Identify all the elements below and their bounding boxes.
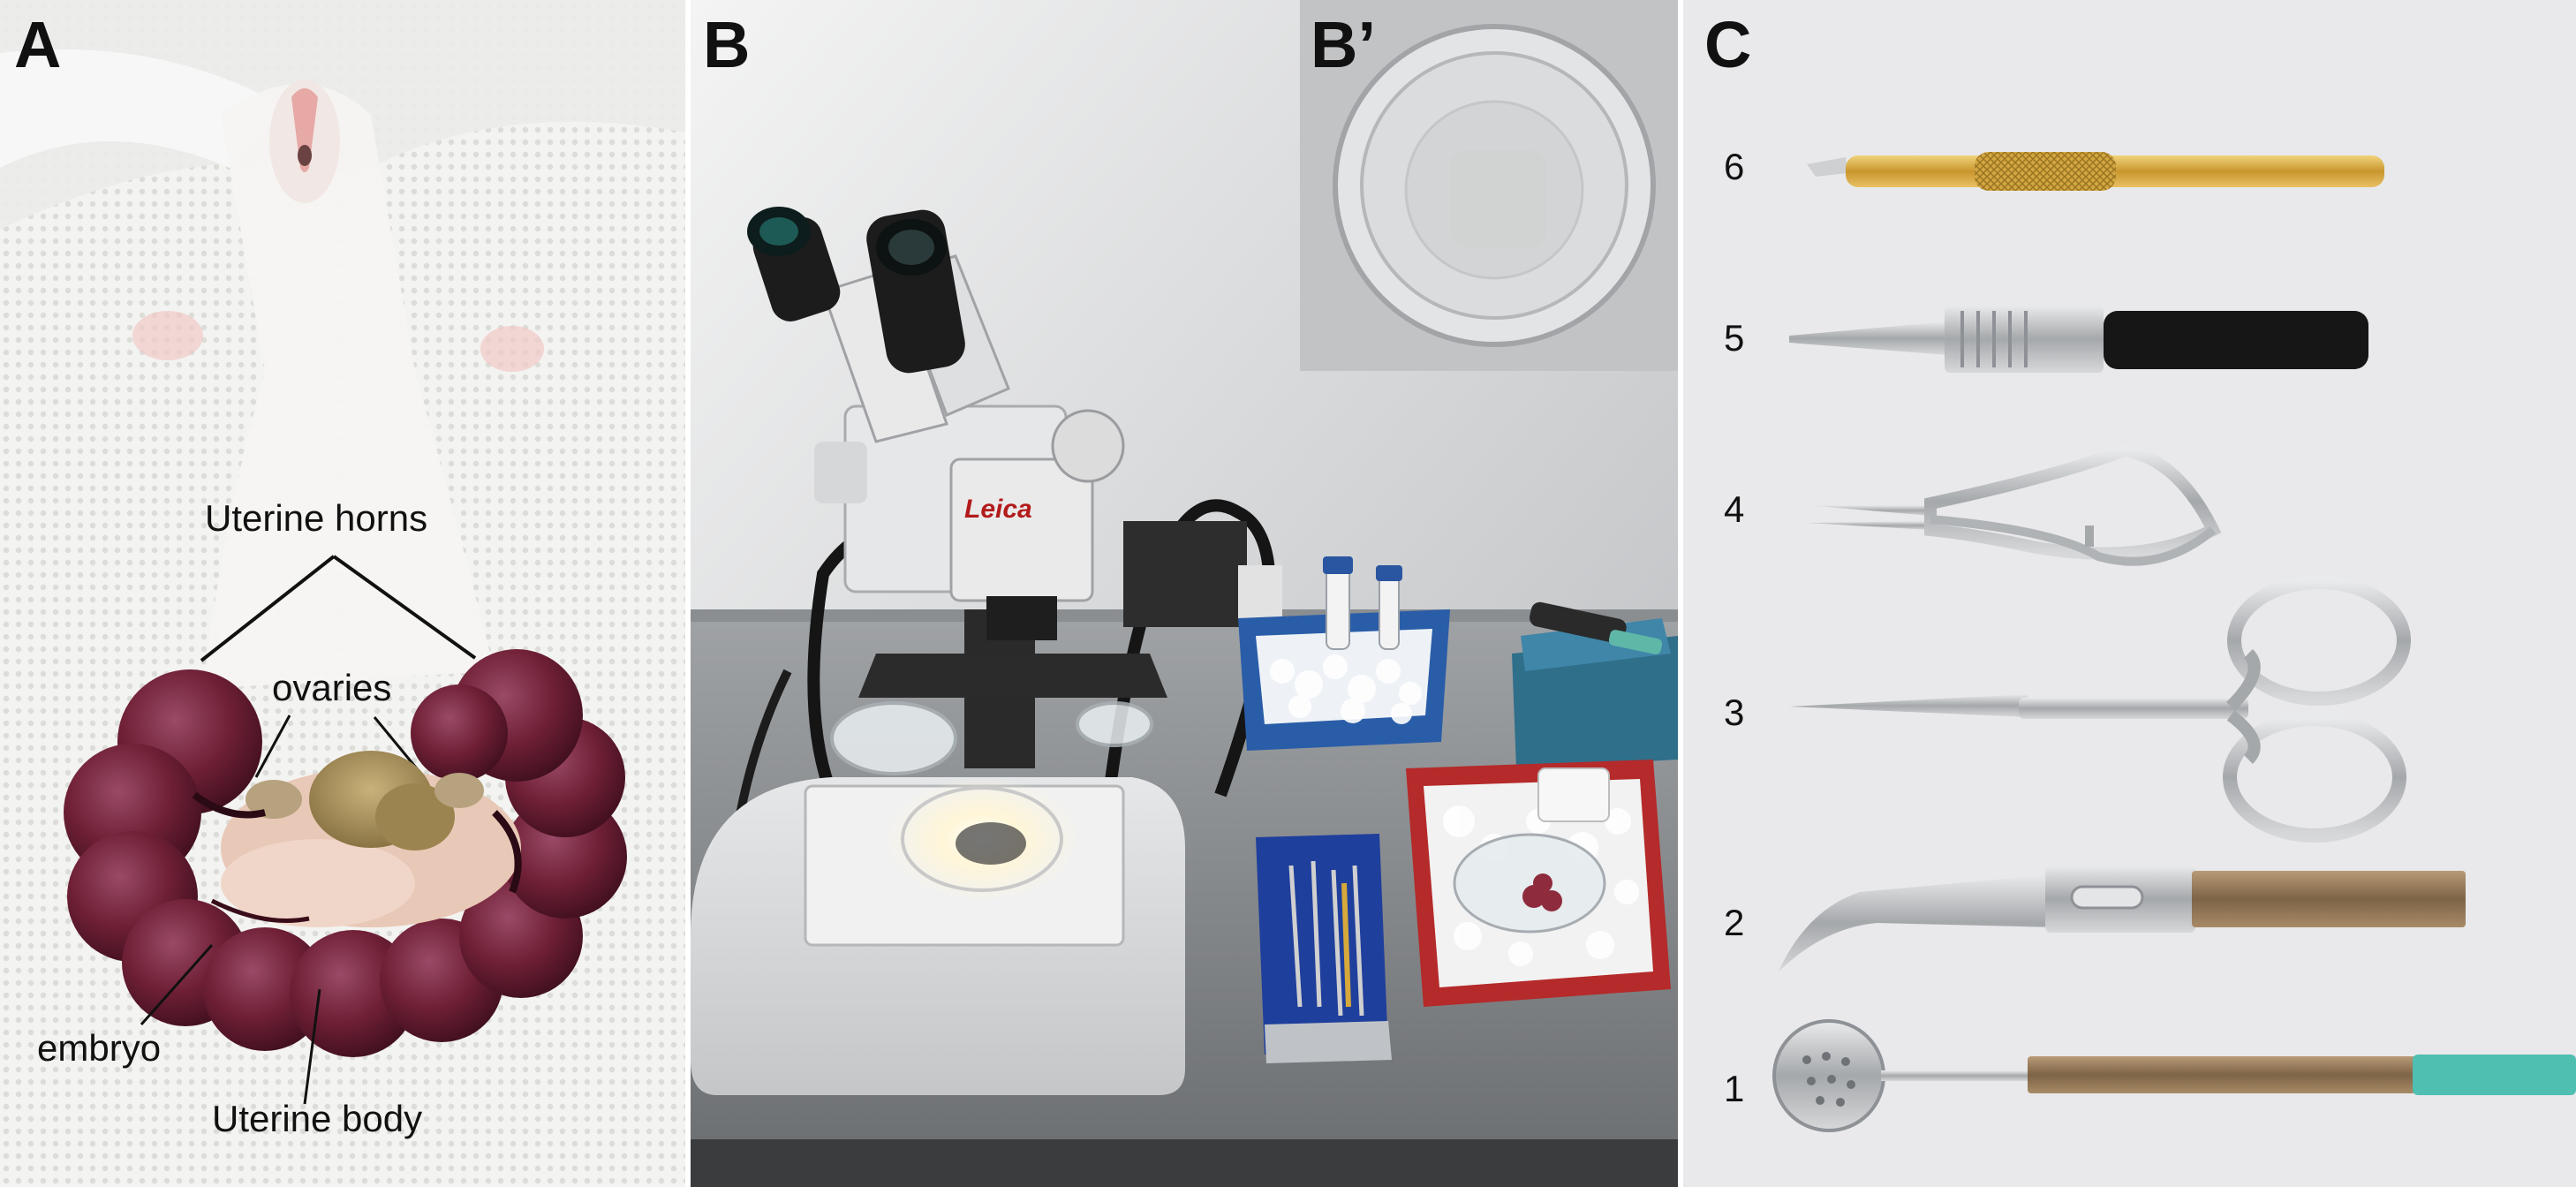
tool-1-perforated-spoon	[1772, 1019, 2576, 1132]
panel-b-workstation-photo: B B’ Leica	[691, 0, 1678, 1187]
microscope-brand-label: Leica	[964, 495, 1032, 524]
label-uterine-body: Uterine body	[212, 1098, 423, 1139]
label-ovaries: ovaries	[272, 667, 392, 708]
tool-2-curved-forceps	[1779, 866, 2466, 972]
label-uterine-horns: Uterine horns	[205, 497, 428, 539]
dissection-illustration	[0, 0, 685, 1187]
tool-number-1: 1	[1724, 1068, 1745, 1109]
panel-letter-a: A	[14, 8, 62, 81]
uterus-lobes	[64, 649, 627, 1057]
instruments-illustration	[1683, 0, 2576, 1187]
tool-number-3: 3	[1724, 692, 1745, 733]
panel-letter-b: B	[703, 8, 751, 81]
tool-number-4: 4	[1724, 488, 1745, 530]
tool-number-5: 5	[1724, 317, 1745, 359]
panel-c-instruments-photo: C 6 5 4 3 2 1	[1683, 0, 2576, 1187]
panel-letter-b-prime: B’	[1311, 8, 1376, 81]
tool-5-forceps	[1789, 306, 2368, 373]
panel-letter-c: C	[1704, 8, 1752, 81]
tool-4-spring-scissors	[1807, 443, 2222, 566]
panel-a-dissection-photo: A Uterine horns ovaries embryo Uterine b…	[0, 0, 685, 1187]
tool-number-2: 2	[1724, 902, 1745, 943]
workstation-illustration	[691, 0, 1678, 1187]
tool-3-scissors	[1789, 575, 2411, 843]
label-embryo: embryo	[37, 1027, 162, 1069]
tool-number-6: 6	[1724, 146, 1745, 187]
tool-6-scalpel	[1807, 152, 2384, 191]
